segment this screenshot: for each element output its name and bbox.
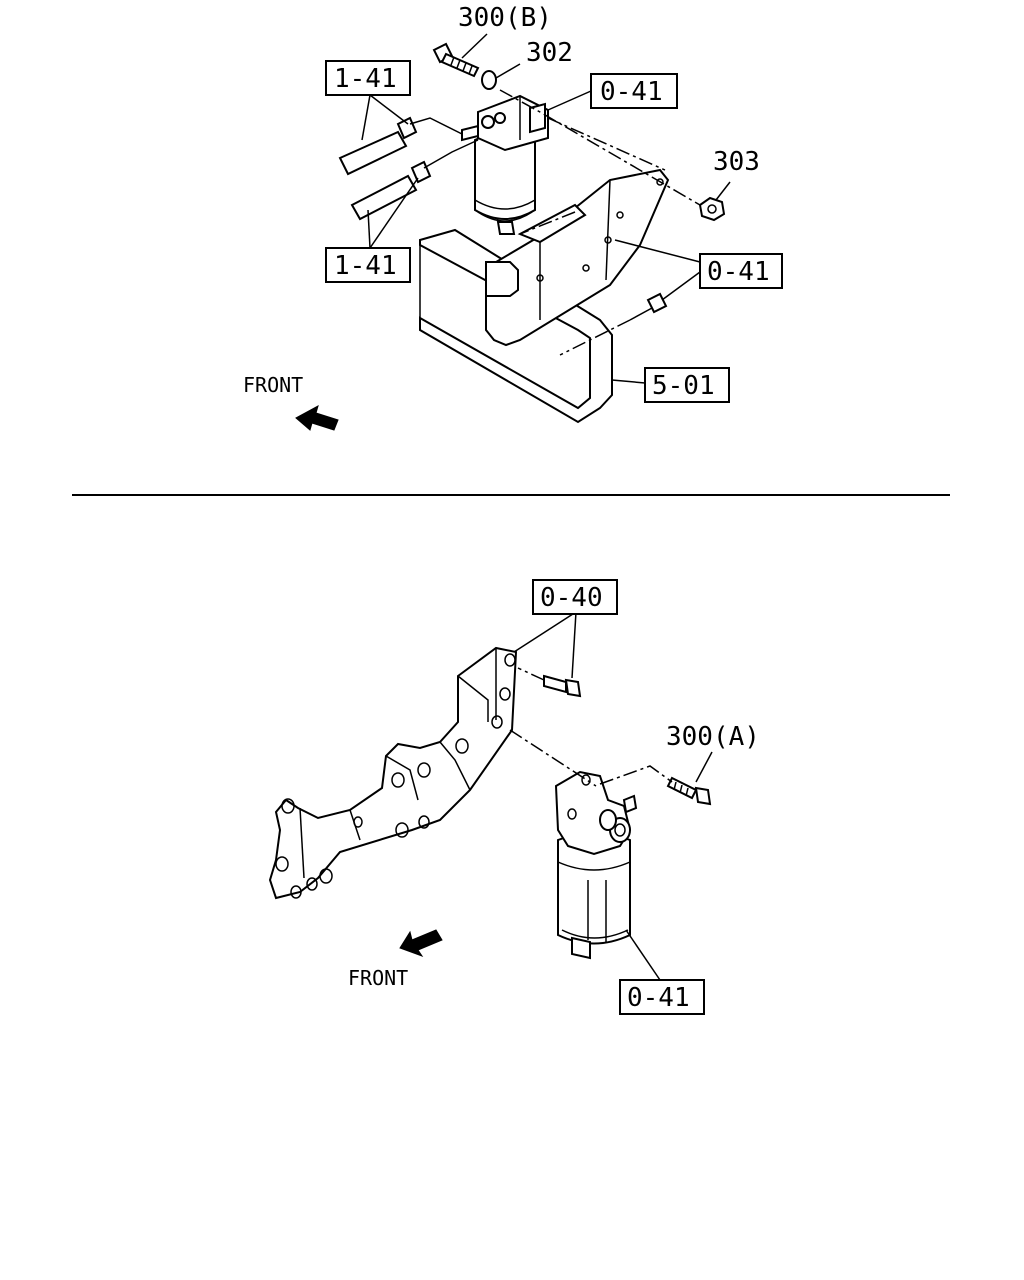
front-arrow-lower-icon xyxy=(399,929,443,957)
callout-box-1-41-top xyxy=(325,60,411,96)
nut-303 xyxy=(698,196,726,222)
lower-leader-lines xyxy=(513,611,713,981)
callout-0-41-lower: 0-41 xyxy=(627,983,690,1013)
callout-300a: 300(A) xyxy=(666,722,760,752)
front-label-lower: FRONT xyxy=(348,966,408,990)
fuel-hoses xyxy=(338,116,479,221)
callout-302: 302 xyxy=(526,38,573,68)
mounting-bracket xyxy=(485,168,670,347)
callout-5-01: 5-01 xyxy=(652,371,715,401)
callout-300b: 300(B) xyxy=(458,3,552,33)
callout-box-5-01 xyxy=(644,367,730,403)
upper-alignment-line-3 xyxy=(519,211,576,235)
upper-alignment-line-2 xyxy=(547,117,666,171)
callout-box-0-41-lower xyxy=(619,979,705,1015)
front-arrow-upper-icon xyxy=(295,404,339,431)
upper-leader-lines xyxy=(361,33,731,384)
upper-alignment-line-1 xyxy=(499,89,701,206)
callout-0-40: 0-40 xyxy=(540,583,603,613)
engine-bracket xyxy=(268,646,518,900)
callout-1-41-top: 1-41 xyxy=(334,64,397,94)
fuel-filter-upper xyxy=(461,94,549,235)
callout-303: 303 xyxy=(713,147,760,177)
callout-box-1-41-bottom xyxy=(325,247,411,283)
upper-view: 300(B) 302 303 1-41 0-41 1-41 0-41 5-01 … xyxy=(243,3,783,431)
washer-302 xyxy=(481,70,497,90)
bolt-0-40 xyxy=(517,667,582,698)
lower-view: 0-40 300(A) 0-41 FRONT xyxy=(268,579,760,1015)
bracket-bolt-upper xyxy=(559,292,668,356)
callout-0-41-filter: 0-41 xyxy=(600,77,663,107)
lower-alignment-line-2 xyxy=(599,765,673,785)
callout-1-41-bottom: 1-41 xyxy=(334,251,397,281)
bolt-300b xyxy=(432,42,480,78)
callout-box-0-41-bolt xyxy=(699,253,783,289)
bolt-300a xyxy=(666,776,712,806)
callout-0-41-bolt: 0-41 xyxy=(707,257,770,287)
callout-box-0-41-filter xyxy=(590,73,678,109)
lower-alignment-line-1 xyxy=(509,729,597,787)
callout-box-0-40 xyxy=(532,579,618,615)
fuel-filter-lower xyxy=(554,770,638,960)
front-label-upper: FRONT xyxy=(243,373,303,397)
